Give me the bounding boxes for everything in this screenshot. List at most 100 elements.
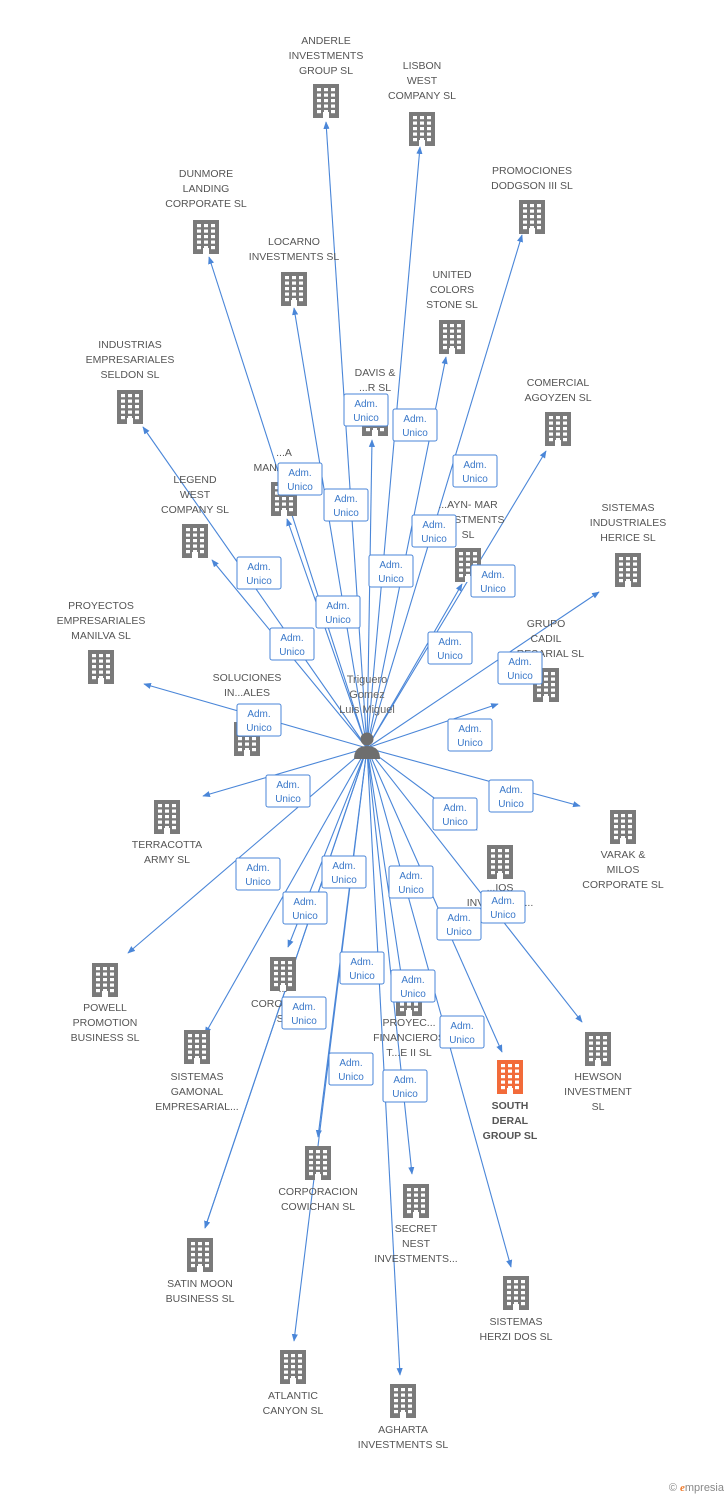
role-badge[interactable]: Adm.Unico [265,774,311,808]
role-badge[interactable]: Adm.Unico [281,996,327,1030]
role-badge[interactable]: Adm. Unico [235,857,281,891]
person-name-line: Luis Miguel [339,704,395,716]
company-label-line: SL [592,1101,605,1113]
role-badge[interactable]: Adm.Unico [236,703,282,737]
role-badge[interactable]: Adm.Unico [321,855,367,889]
role-label: Unico [246,723,272,734]
role-label: Adm. [246,863,269,874]
role-label: Unico [349,971,375,982]
role-label: Adm. [450,1021,473,1032]
company-label-line: T...E II SL [386,1047,432,1059]
company-label-line: SOLUCIONES [213,672,282,684]
edge-locarno [292,307,368,749]
role-badge[interactable]: Adm.Unico [392,408,438,442]
role-badge[interactable]: Adm.Unico [236,556,282,590]
building-icon [92,963,118,997]
role-badge[interactable]: Adm. Unico [339,951,385,985]
company-label-line: PROMOTION [73,1017,138,1029]
role-badge[interactable]: Adm.Unico [497,651,543,685]
role-label: Adm. [481,570,504,581]
role-label: Adm. [354,399,377,410]
role-badge[interactable]: Adm.Unico [323,488,369,522]
building-icon [390,1384,416,1418]
company-label-line: UNITED [432,269,472,281]
role-label: Adm. [379,560,402,571]
role-badge[interactable]: Adm.Unico [388,865,434,899]
role-label: Adm. [422,520,445,531]
company-label-line: AGOYZEN SL [524,392,591,404]
role-badge[interactable]: Adm.Unico [277,462,323,496]
company-label-line: DAVIS & [355,367,396,379]
company-label-line: LOCARNO [268,236,320,248]
person-name-line: Triguero [347,674,388,686]
company-label-line: CORPORACION [278,1186,357,1198]
company-label-line: INVESTMENTS SL [358,1439,449,1451]
company-label-line: PROMOCIONES [492,165,572,177]
role-badge[interactable]: Adm.Unico [488,779,534,813]
role-label: Unico [421,534,447,545]
role-label: Adm. [350,957,373,968]
role-label: Unico [246,576,272,587]
role-label: Unico [291,1016,317,1027]
role-badge[interactable]: Adm.Unico [427,631,473,665]
company-node-locarno[interactable]: LOCARNO INVESTMENTS SL [249,236,340,306]
role-badge[interactable]: Adm.Unico [480,890,526,924]
role-badge[interactable]: Adm.Unico [382,1069,428,1103]
role-badge[interactable]: Adm.Unico [452,454,498,488]
role-badge[interactable]: Adm.Unico [269,627,315,661]
role-badge[interactable]: Adm.Unico [390,969,436,1003]
role-label: Unico [245,877,271,888]
role-badge[interactable]: Adm.Unico [447,718,493,752]
company-label-line: ...AYN- MAR [438,499,498,511]
copyright-symbol: © [668,1482,677,1494]
role-badge[interactable]: Adm.Unico [368,554,414,588]
role-badge[interactable]: Adm. Unico [411,514,457,548]
role-badge[interactable]: Adm.Unico [315,595,361,629]
company-label-line: INVESTMENTS SL [249,251,340,263]
role-badge[interactable]: Adm.Unico [439,1015,485,1049]
edge-agharta [366,747,403,1376]
company-node-sistemas-gamonal[interactable]: SISTEMASGAMONALEMPRESARIAL... [155,1030,239,1113]
role-badge[interactable]: Adm.Unico [432,797,478,831]
role-label: Unico [331,875,357,886]
company-label-line: SISTEMAS [489,1316,542,1328]
company-node-secret-nest[interactable]: SECRETNESTINVESTMENTS... [374,1184,458,1265]
role-badge[interactable]: Adm.Unico [343,393,389,427]
role-badge[interactable]: Adm.Unico [470,564,516,598]
role-label: Adm. [280,633,303,644]
role-label: Adm. [326,601,349,612]
role-badge[interactable]: Adm.Unico [436,907,482,941]
building-icon [497,1060,523,1094]
building-icon [313,84,339,118]
role-label: Adm. [499,785,522,796]
role-badge[interactable]: Adm.Unico [282,891,328,925]
company-label-line: INDUSTRIAS [98,339,162,351]
person-icon [354,732,380,759]
role-label: Unico [437,651,463,662]
role-badge[interactable]: Adm.Unico [328,1052,374,1086]
edge-proyectos-financieros [366,747,408,1001]
